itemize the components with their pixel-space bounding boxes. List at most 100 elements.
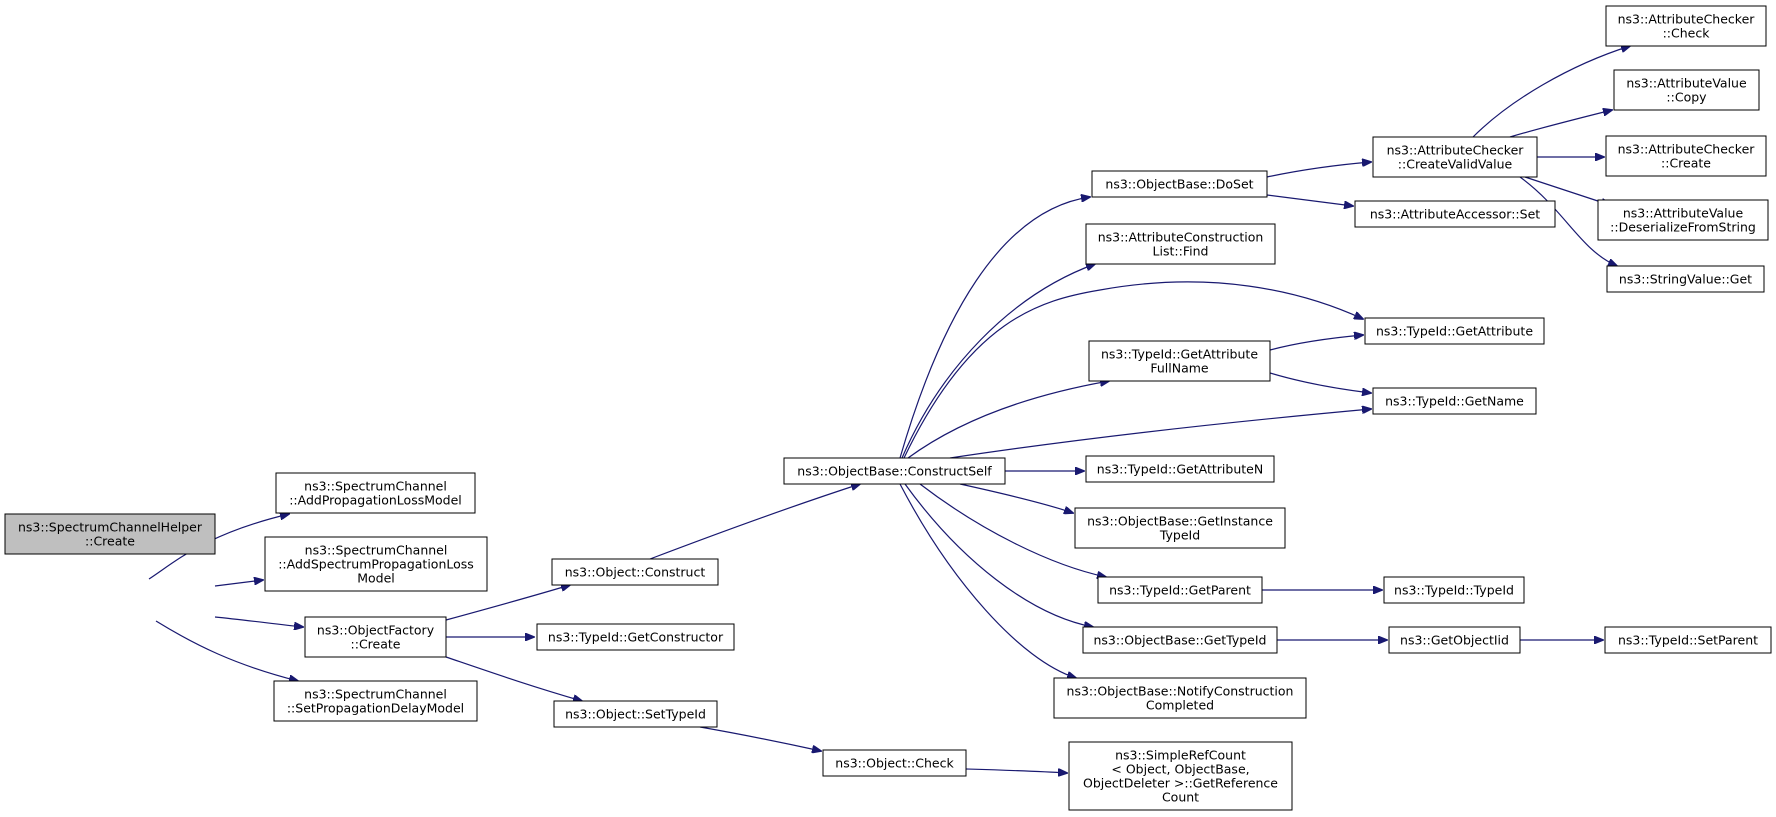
- function-node-getobjectiid[interactable]: ns3::GetObjectIid: [1388, 626, 1521, 654]
- node-label-line: < Object, ObjectBase,: [1111, 762, 1249, 777]
- call-edge-doset-to-accessor_set: [1266, 194, 1353, 206]
- call-edge-constructself-to-getparent: [919, 483, 1106, 577]
- call-edge-obj_check-to-getrefcount: [965, 768, 1067, 773]
- node-label-line: ns3::GetObjectIid: [1400, 633, 1509, 648]
- function-node-addspectrumloss[interactable]: ns3::SpectrumChannel::AddSpectrumPropaga…: [264, 536, 488, 592]
- function-node-deserialize[interactable]: ns3::AttributeValue::DeserializeFromStri…: [1597, 199, 1769, 241]
- function-node-settypeid[interactable]: ns3::Object::SetTypeId: [553, 700, 718, 728]
- function-node-getrefcount[interactable]: ns3::SimpleRefCount< Object, ObjectBase,…: [1068, 741, 1293, 811]
- function-node-getname[interactable]: ns3::TypeId::GetName: [1372, 387, 1537, 415]
- function-node-objfactory_create[interactable]: ns3::ObjectFactory::Create: [304, 616, 447, 658]
- node-label-line: ns3::TypeId::SetParent: [1618, 633, 1758, 648]
- call-edge-getattrfullname-to-getname: [1269, 372, 1371, 393]
- node-label-line: ObjectDeleter >::GetReference: [1083, 776, 1278, 791]
- function-node-doset[interactable]: ns3::ObjectBase::DoSet: [1091, 170, 1268, 198]
- call-edge-constructself-to-notifyconstruction: [899, 483, 1076, 678]
- node-label-line: ns3::AttributeValue: [1623, 206, 1744, 221]
- call-edge-constructself-to-getinstancetypeid: [959, 483, 1073, 513]
- function-node-checker_check[interactable]: ns3::AttributeChecker::Check: [1605, 5, 1767, 47]
- function-node-getparent[interactable]: ns3::TypeId::GetParent: [1097, 576, 1263, 604]
- function-node-getconstructor[interactable]: ns3::TypeId::GetConstructor: [536, 623, 735, 651]
- function-node-stringvalue_get[interactable]: ns3::StringValue::Get: [1606, 265, 1765, 293]
- node-label-line: ns3::SpectrumChannel: [305, 543, 448, 558]
- function-node-value_copy[interactable]: ns3::AttributeValue::Copy: [1613, 69, 1760, 111]
- call-edge-createvalidvalue-to-stringvalue_get: [1519, 176, 1617, 266]
- call-edge-constructself-to-getattribute: [903, 281, 1363, 459]
- call-edge-root-to-setdelaymodel: [155, 620, 298, 681]
- node-label-line: ns3::ObjectBase::NotifyConstruction: [1067, 684, 1294, 699]
- call-edge-constructself-to-getattrfullname: [907, 381, 1109, 459]
- function-node-constructself[interactable]: ns3::ObjectBase::ConstructSelf: [783, 457, 1006, 485]
- node-label-line: ns3::StringValue::Get: [1619, 272, 1752, 287]
- node-label-line: ns3::AttributeChecker: [1618, 142, 1756, 157]
- node-label-line: ns3::TypeId::GetAttribute: [1376, 324, 1533, 339]
- call-edge-createvalidvalue-to-checker_check: [1472, 46, 1630, 138]
- node-label-line: ns3::TypeId::GetAttribute: [1101, 347, 1258, 362]
- node-label-line: ns3::TypeId::GetAttributeN: [1097, 462, 1263, 477]
- function-node-getattributen[interactable]: ns3::TypeId::GetAttributeN: [1085, 455, 1275, 483]
- node-label-line: List::Find: [1153, 244, 1209, 259]
- node-label-line: ::DeserializeFromString: [1610, 220, 1756, 235]
- function-node-createvalidvalue[interactable]: ns3::AttributeChecker::CreateValidValue: [1372, 136, 1538, 178]
- node-label-line: ns3::Object::Check: [835, 756, 954, 771]
- function-node-getattribute[interactable]: ns3::TypeId::GetAttribute: [1364, 317, 1545, 345]
- node-label-line: ::SetPropagationDelayModel: [287, 701, 464, 716]
- node-label-line: ns3::SpectrumChannel: [304, 479, 447, 494]
- node-label-line: ::CreateValidValue: [1398, 157, 1513, 172]
- node-label-line: Completed: [1146, 698, 1214, 713]
- node-label-line: ns3::TypeId::GetName: [1385, 394, 1524, 409]
- node-label-line: ns3::AttributeChecker: [1387, 143, 1525, 158]
- call-edge-doset-to-createvalidvalue: [1266, 162, 1371, 178]
- call-edge-root-to-addspectrumloss: [214, 580, 263, 587]
- function-node-addlossmodel[interactable]: ns3::SpectrumChannel::AddPropagationLoss…: [275, 472, 476, 514]
- function-node-typeid_typeid[interactable]: ns3::TypeId::TypeId: [1383, 576, 1525, 604]
- node-label-line: Model: [357, 571, 395, 586]
- node-label-line: ::Create: [85, 534, 135, 549]
- function-node-setparent[interactable]: ns3::TypeId::SetParent: [1604, 626, 1772, 654]
- function-node-ob_gettypeid[interactable]: ns3::ObjectBase::GetTypeId: [1082, 626, 1278, 654]
- call-edge-obj_construct-to-constructself: [649, 484, 860, 560]
- call-edge-root-to-objfactory_create: [214, 616, 303, 627]
- node-label-line: ::AddSpectrumPropagationLoss: [278, 557, 474, 572]
- node-label-line: ns3::AttributeAccessor::Set: [1370, 207, 1540, 222]
- call-edge-objfactory_create-to-settypeid: [445, 656, 582, 701]
- node-label-line: ns3::TypeId::GetParent: [1109, 583, 1251, 598]
- node-label-line: ns3::ObjectFactory: [317, 623, 435, 638]
- call-edge-constructself-to-getname: [949, 409, 1371, 459]
- node-label-line: ns3::TypeId::GetConstructor: [548, 630, 724, 645]
- node-label-line: FullName: [1150, 361, 1209, 376]
- function-node-obj_construct[interactable]: ns3::Object::Construct: [551, 558, 719, 586]
- call-edge-createvalidvalue-to-value_copy: [1509, 110, 1612, 138]
- node-label-line: ns3::AttributeChecker: [1618, 12, 1756, 27]
- call-edge-constructself-to-doset: [899, 197, 1090, 459]
- function-node-root[interactable]: ns3::SpectrumChannelHelper::Create: [4, 513, 216, 555]
- node-label-line: ns3::SpectrumChannelHelper: [18, 520, 203, 535]
- node-label-line: ::Create: [351, 637, 401, 652]
- node-label-line: ::Check: [1663, 26, 1711, 41]
- call-edge-constructself-to-acl_find: [901, 264, 1095, 459]
- call-edge-getattrfullname-to-getattribute: [1269, 335, 1363, 351]
- node-label-line: ::Create: [1661, 156, 1711, 171]
- node-label-line: ns3::Object::Construct: [565, 565, 706, 580]
- node-label-line: ns3::ObjectBase::GetTypeId: [1094, 633, 1267, 648]
- function-node-accessor_set[interactable]: ns3::AttributeAccessor::Set: [1354, 200, 1556, 228]
- node-label-line: ns3::ObjectBase::DoSet: [1105, 177, 1253, 192]
- node-label-line: TypeId: [1159, 528, 1200, 543]
- function-node-notifyconstruction[interactable]: ns3::ObjectBase::NotifyConstructionCompl…: [1053, 677, 1307, 719]
- node-label-line: ns3::SpectrumChannel: [304, 687, 447, 702]
- node-label-line: ::Copy: [1666, 90, 1707, 105]
- node-label-line: ns3::ObjectBase::GetInstance: [1087, 514, 1273, 529]
- function-node-setdelaymodel[interactable]: ns3::SpectrumChannel::SetPropagationDela…: [273, 680, 478, 722]
- call-edge-objfactory_create-to-obj_construct: [445, 585, 570, 621]
- node-label-line: ns3::AttributeConstruction: [1098, 230, 1264, 245]
- node-label-line: ns3::AttributeValue: [1626, 76, 1747, 91]
- node-label-line: ns3::ObjectBase::ConstructSelf: [797, 464, 992, 479]
- node-label-line: ns3::Object::SetTypeId: [565, 707, 706, 722]
- function-node-checker_create[interactable]: ns3::AttributeChecker::Create: [1605, 135, 1767, 177]
- function-node-obj_check[interactable]: ns3::Object::Check: [822, 749, 967, 777]
- node-label-line: ::AddPropagationLossModel: [289, 493, 462, 508]
